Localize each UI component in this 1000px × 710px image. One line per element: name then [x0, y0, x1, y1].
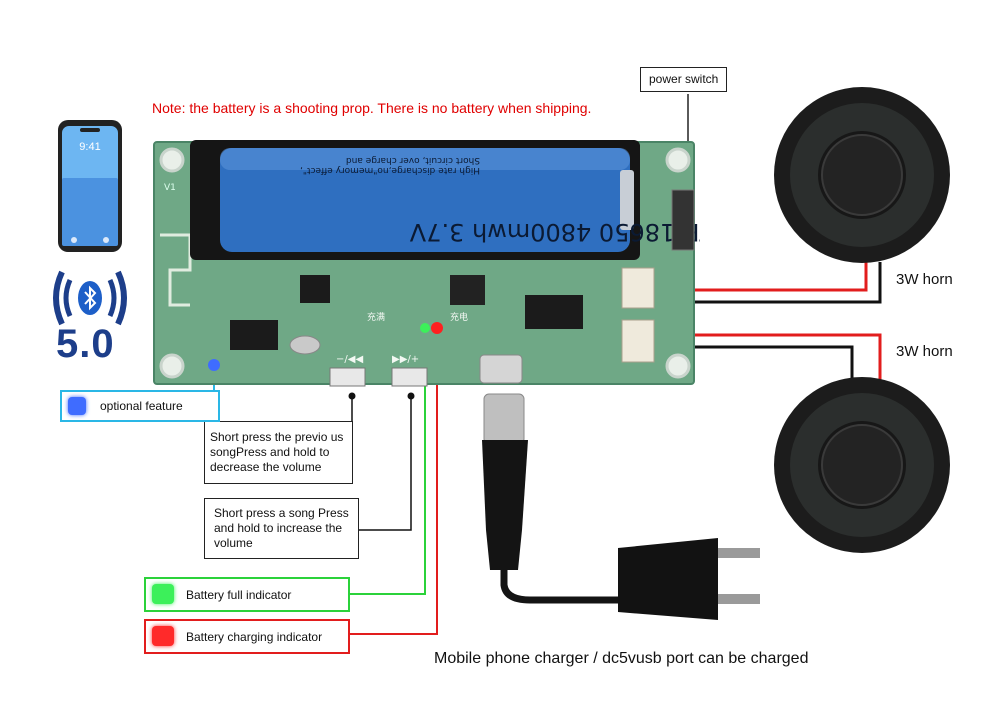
battery-full-box: Battery full indicator [144, 577, 350, 612]
chip-mid [450, 275, 485, 305]
optional-feature-box: optional feature [60, 390, 220, 422]
charging-silk: 充电 [450, 311, 468, 323]
chip-main [525, 295, 583, 329]
full-indicator-leader [346, 330, 426, 595]
charger-prong-2 [718, 594, 760, 604]
bluetooth-version: 5.0 [56, 322, 115, 366]
charging-indicator-leader [346, 330, 438, 635]
power-switch-label: power switch [640, 67, 728, 92]
chip-small [300, 275, 330, 303]
green-led-icon [152, 584, 174, 604]
usb-cable-head [482, 440, 528, 570]
speaker1-connector [621, 267, 655, 309]
power-switch [671, 189, 695, 251]
speaker2-label: 3W horn [896, 343, 953, 360]
full-led [420, 323, 430, 333]
next-button-description: Short press a song Press and hold to inc… [204, 498, 359, 559]
optional-led [208, 359, 220, 371]
pcb-board: V1 TR 18650 4800mwh 3.7V High rate disch… [153, 140, 700, 387]
speaker-2 [774, 377, 950, 553]
next-silk: ▶▶/+ [392, 354, 419, 365]
speaker1-black-wire [660, 262, 882, 304]
phone-time: 9:41 [79, 141, 100, 153]
crystal [289, 335, 321, 355]
speaker2-black-wire [660, 345, 854, 380]
speaker-1 [774, 87, 950, 263]
charger-adapter [618, 538, 718, 620]
phone-icon [58, 120, 122, 252]
usb-port [479, 354, 523, 384]
charging-led [431, 322, 443, 334]
battery-small-text-2: Short circuit, over charge and [346, 155, 480, 165]
battery-charging-box: Battery charging indicator [144, 619, 350, 654]
battery-full-label: Battery full indicator [186, 588, 292, 602]
charger-caption: Mobile phone charger / dc5vusb port can … [434, 650, 809, 667]
blue-led-icon [68, 397, 86, 415]
speaker2-red-wire [660, 333, 882, 380]
battery: TR 18650 4800mwh 3.7V High rate discharg… [220, 148, 700, 252]
usb-charger-graphic [482, 393, 760, 620]
prev-silk: −/◀◀ [336, 354, 363, 365]
chip-amp [230, 320, 278, 350]
bluetooth-icon [53, 270, 127, 326]
optional-feature-label: optional feature [100, 399, 183, 413]
shipping-note: Note: the battery is a shooting prop. Th… [152, 100, 592, 116]
battery-small-text-1: High rate discharge,no"memory effect", [300, 165, 480, 175]
speaker1-label: 3W horn [896, 271, 953, 288]
speaker2-connector [621, 319, 655, 363]
next-button-leader [344, 394, 412, 531]
battery-charging-label: Battery charging indicator [186, 630, 323, 644]
battery-label: TR 18650 4800mwh 3.7V [409, 218, 700, 246]
red-led-icon [152, 626, 174, 646]
phone-bluetooth-graphic: 9:41 [53, 120, 127, 326]
charger-prong-1 [718, 548, 760, 558]
board-version-label: V1 [164, 183, 176, 193]
usb-plug [483, 393, 525, 445]
prev-button-description: Short press the previo us songPress and … [204, 421, 353, 484]
full-silk: 充满 [367, 311, 385, 323]
next-button [391, 367, 428, 387]
antenna-trace [160, 233, 192, 307]
usb-cable [500, 570, 630, 604]
prev-button [329, 367, 366, 387]
speaker1-red-wire [660, 262, 868, 292]
